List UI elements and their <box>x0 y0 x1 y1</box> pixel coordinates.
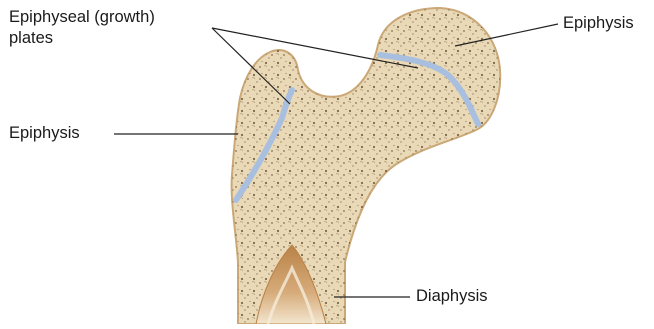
label-epiphysis-left: Epiphysis <box>9 124 80 143</box>
label-epiphysis-right: Epiphysis <box>563 14 634 33</box>
label-diaphysis: Diaphysis <box>416 287 488 306</box>
label-growth-plates-line1: Epiphyseal (growth) <box>9 8 155 27</box>
label-growth-plates-line2: plates <box>9 29 53 48</box>
